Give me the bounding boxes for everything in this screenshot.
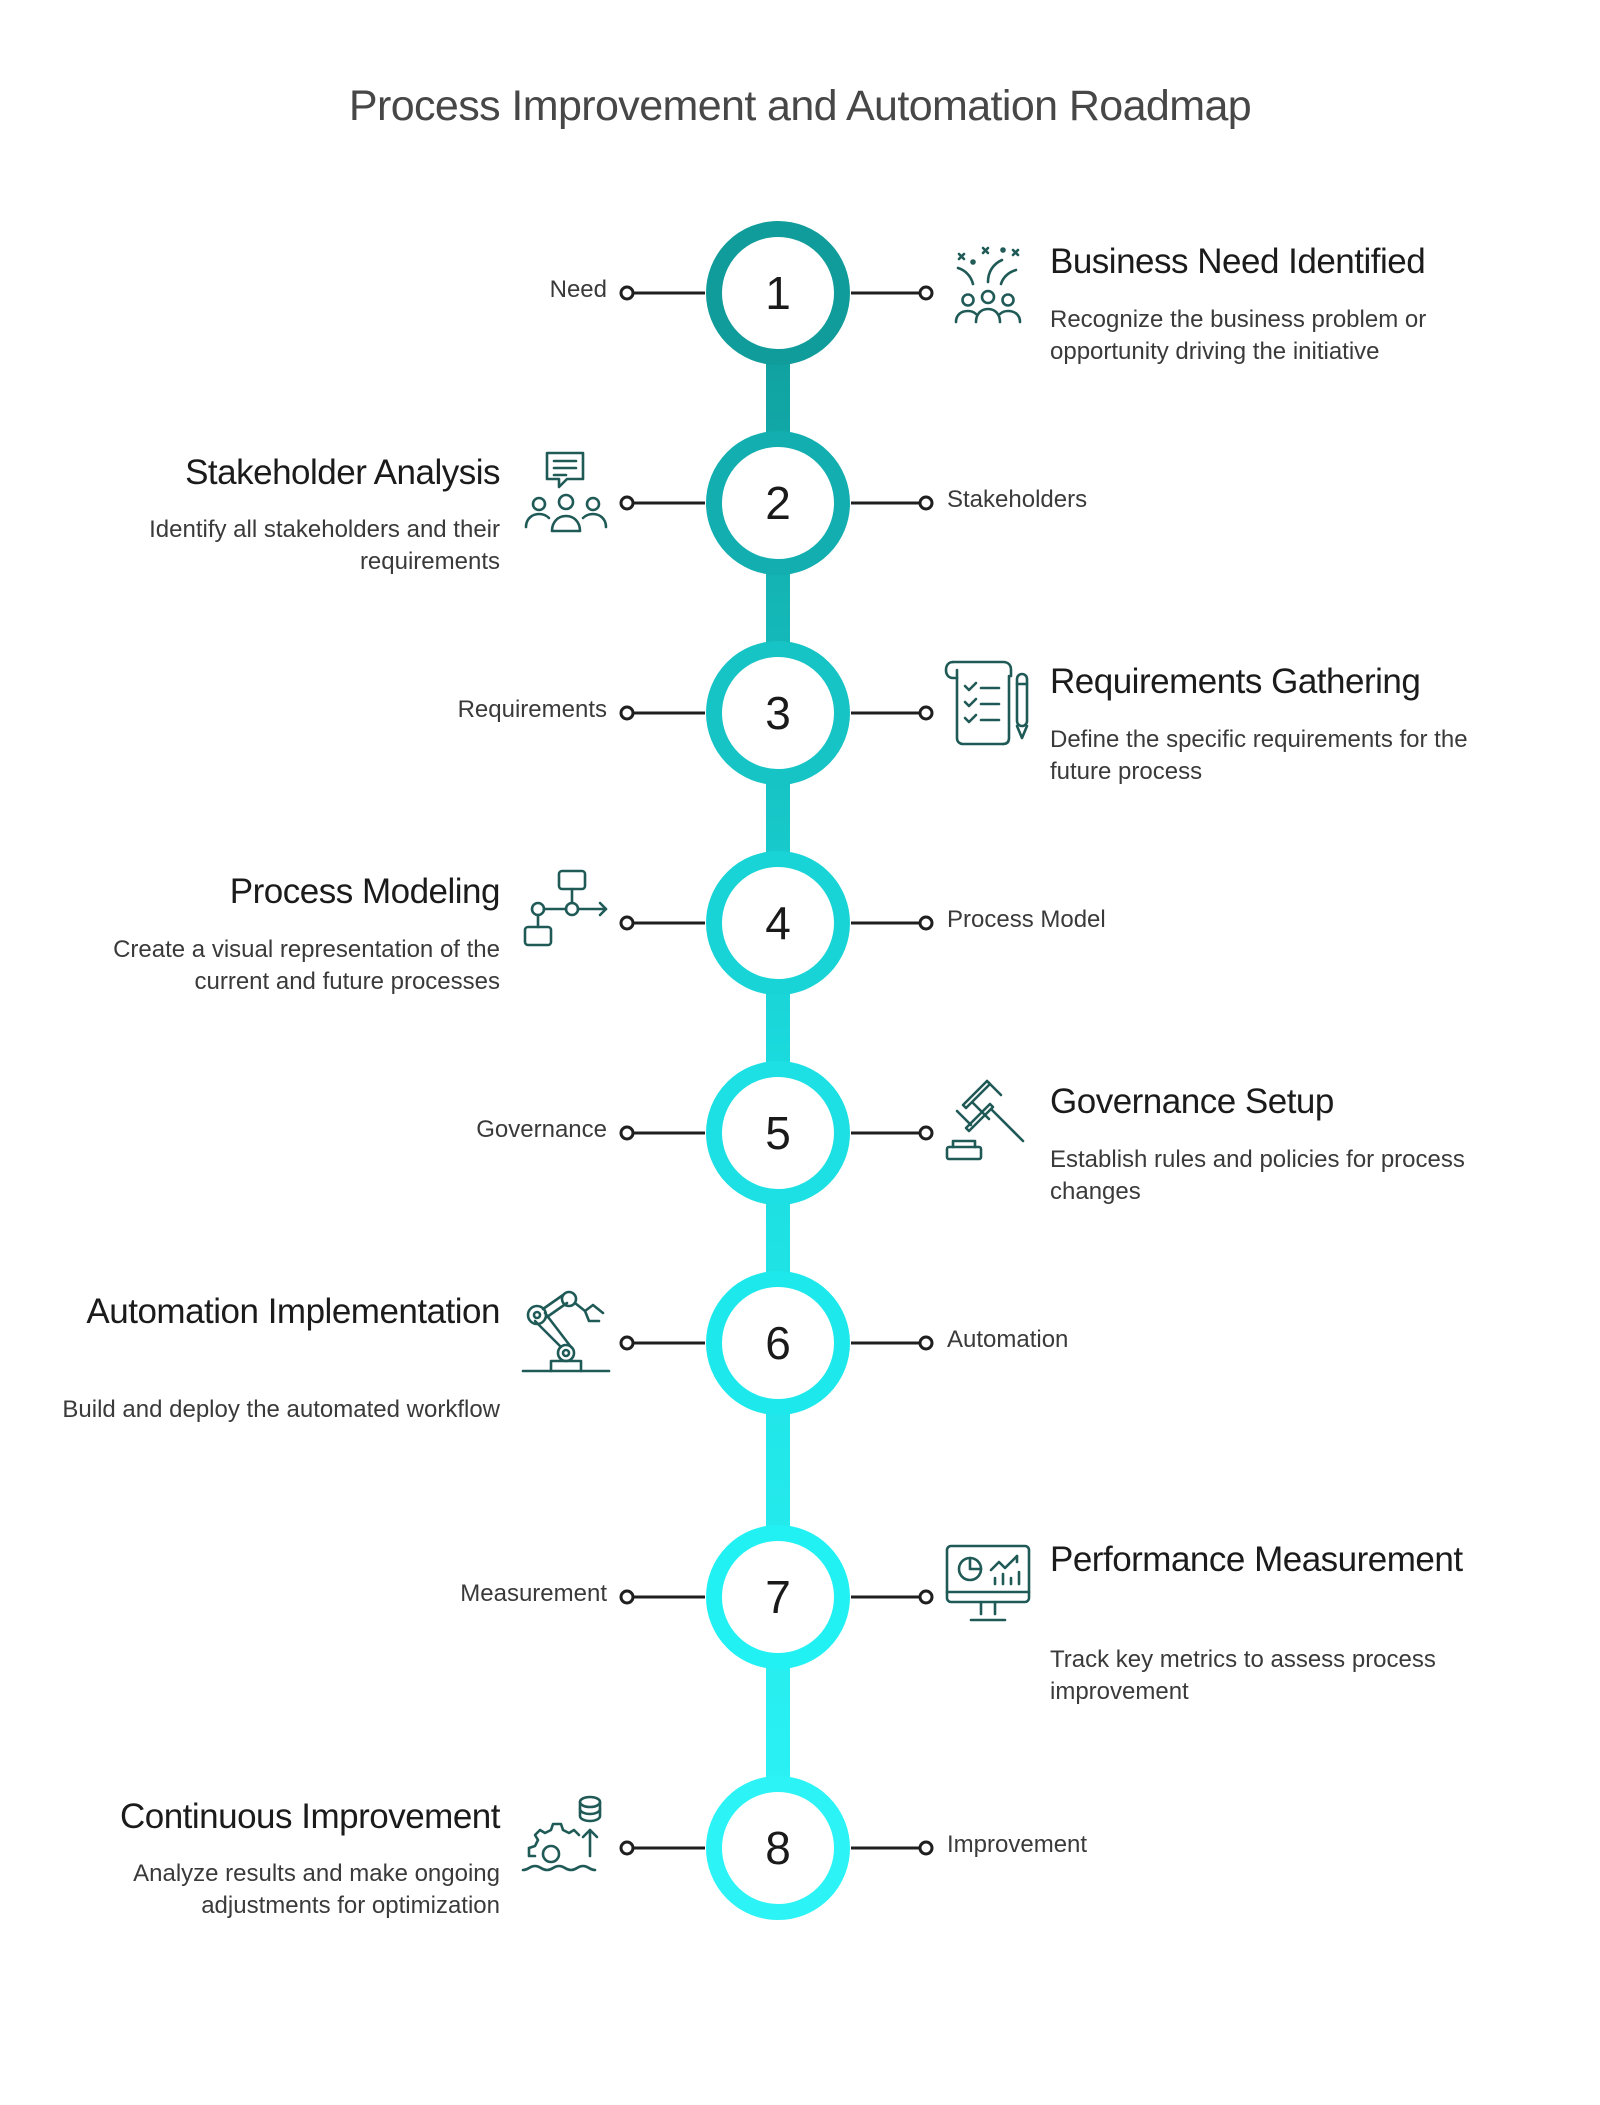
- gear-database-icon: [521, 1790, 611, 1880]
- stage-node-1: 1: [619, 221, 934, 365]
- stage-node-3: 3: [619, 641, 934, 785]
- stage-label-7: Measurement: [460, 1580, 607, 1607]
- flowchart-icon: [521, 867, 611, 957]
- connector-dot-left-1: [619, 285, 635, 301]
- stage-number-7: 7: [765, 1571, 791, 1623]
- stage-circle-3: [706, 641, 850, 785]
- stage-title-6: Automation Implementation: [86, 1292, 500, 1331]
- stage-circle-7: [706, 1525, 850, 1669]
- stage-label-2: Stakeholders: [947, 486, 1088, 513]
- stage-title-3: Requirements Gathering: [1050, 662, 1421, 701]
- stage-circle-1: [706, 221, 850, 365]
- connector-dot-right-2: [918, 495, 934, 511]
- stage-description-8: Analyze results and make ongoing adjustm…: [133, 1860, 500, 1919]
- stage-title-2: Stakeholder Analysis: [185, 453, 500, 492]
- stage-number-1: 1: [765, 267, 791, 319]
- stage-label-3: Requirements: [457, 696, 607, 723]
- connector-dot-left-3: [619, 705, 635, 721]
- connector-dot-left-7: [619, 1589, 635, 1605]
- stage-node-6: 6: [619, 1271, 934, 1415]
- celebrating-team-icon: [943, 240, 1033, 330]
- connector-dot-right-4: [918, 915, 934, 931]
- connector-dot-left-8: [619, 1840, 635, 1856]
- stage-title-5: Governance Setup: [1050, 1082, 1334, 1121]
- stage-label-4: Process Model: [947, 906, 1106, 933]
- stage-node-4: 4: [619, 851, 934, 995]
- stage-circle-5: [706, 1061, 850, 1205]
- stage-circle-4: [706, 851, 850, 995]
- stage-number-8: 8: [765, 1822, 791, 1874]
- page-title: Process Improvement and Automation Roadm…: [348, 82, 1252, 130]
- stage-node-5: 5: [619, 1061, 934, 1205]
- connector-dot-left-5: [619, 1125, 635, 1141]
- stage-description-4: Create a visual representation of the cu…: [113, 936, 500, 995]
- stage-description-2: Identify all stakeholders and their requ…: [149, 516, 500, 575]
- connector-dot-right-3: [918, 705, 934, 721]
- connector-dot-right-8: [918, 1840, 934, 1856]
- stage-number-5: 5: [765, 1107, 791, 1159]
- connector-dot-left-4: [619, 915, 635, 931]
- stage-label-8: Improvement: [947, 1831, 1088, 1858]
- stage-circle-6: [706, 1271, 850, 1415]
- stage-circle-2: [706, 431, 850, 575]
- connector-dot-right-1: [918, 285, 934, 301]
- connector-dot-right-6: [918, 1335, 934, 1351]
- checklist-scroll-icon: [943, 658, 1033, 748]
- connector-dot-right-7: [918, 1589, 934, 1605]
- connector-dot-left-2: [619, 495, 635, 511]
- stage-title-4: Process Modeling: [229, 872, 501, 911]
- robotic-arm-icon: [521, 1287, 611, 1377]
- stakeholders-chat-icon: [521, 447, 611, 537]
- stage-node-8: 8: [619, 1776, 934, 1920]
- stage-label-5: Governance: [476, 1116, 607, 1143]
- stage-description-1: Recognize the business problem or opport…: [1050, 306, 1427, 365]
- gavel-icon: [943, 1077, 1033, 1167]
- stage-number-2: 2: [765, 477, 791, 529]
- stage-node-7: 7: [619, 1525, 934, 1669]
- stage-description-3: Define the specific requirements for the…: [1050, 726, 1468, 785]
- stage-title-8: Continuous Improvement: [119, 1797, 501, 1836]
- connector-dot-left-6: [619, 1335, 635, 1351]
- connector-dot-right-5: [918, 1125, 934, 1141]
- stage-description-5: Establish rules and policies for process…: [1050, 1146, 1465, 1205]
- stage-number-3: 3: [765, 687, 791, 739]
- stage-circle-8: [706, 1776, 850, 1920]
- stage-description-7: Track key metrics to assess process impr…: [1050, 1646, 1436, 1705]
- stage-description-6: Build and deploy the automated workflow: [62, 1396, 500, 1423]
- stage-title-1: Business Need Identified: [1050, 242, 1426, 281]
- stage-number-4: 4: [765, 897, 791, 949]
- stage-label-1: Need: [549, 276, 607, 303]
- stage-label-6: Automation: [947, 1326, 1069, 1353]
- analytics-monitor-icon: [943, 1540, 1033, 1630]
- stage-node-2: 2: [619, 431, 934, 575]
- stage-title-7: Performance Measurement: [1050, 1540, 1463, 1579]
- stage-number-6: 6: [765, 1317, 791, 1369]
